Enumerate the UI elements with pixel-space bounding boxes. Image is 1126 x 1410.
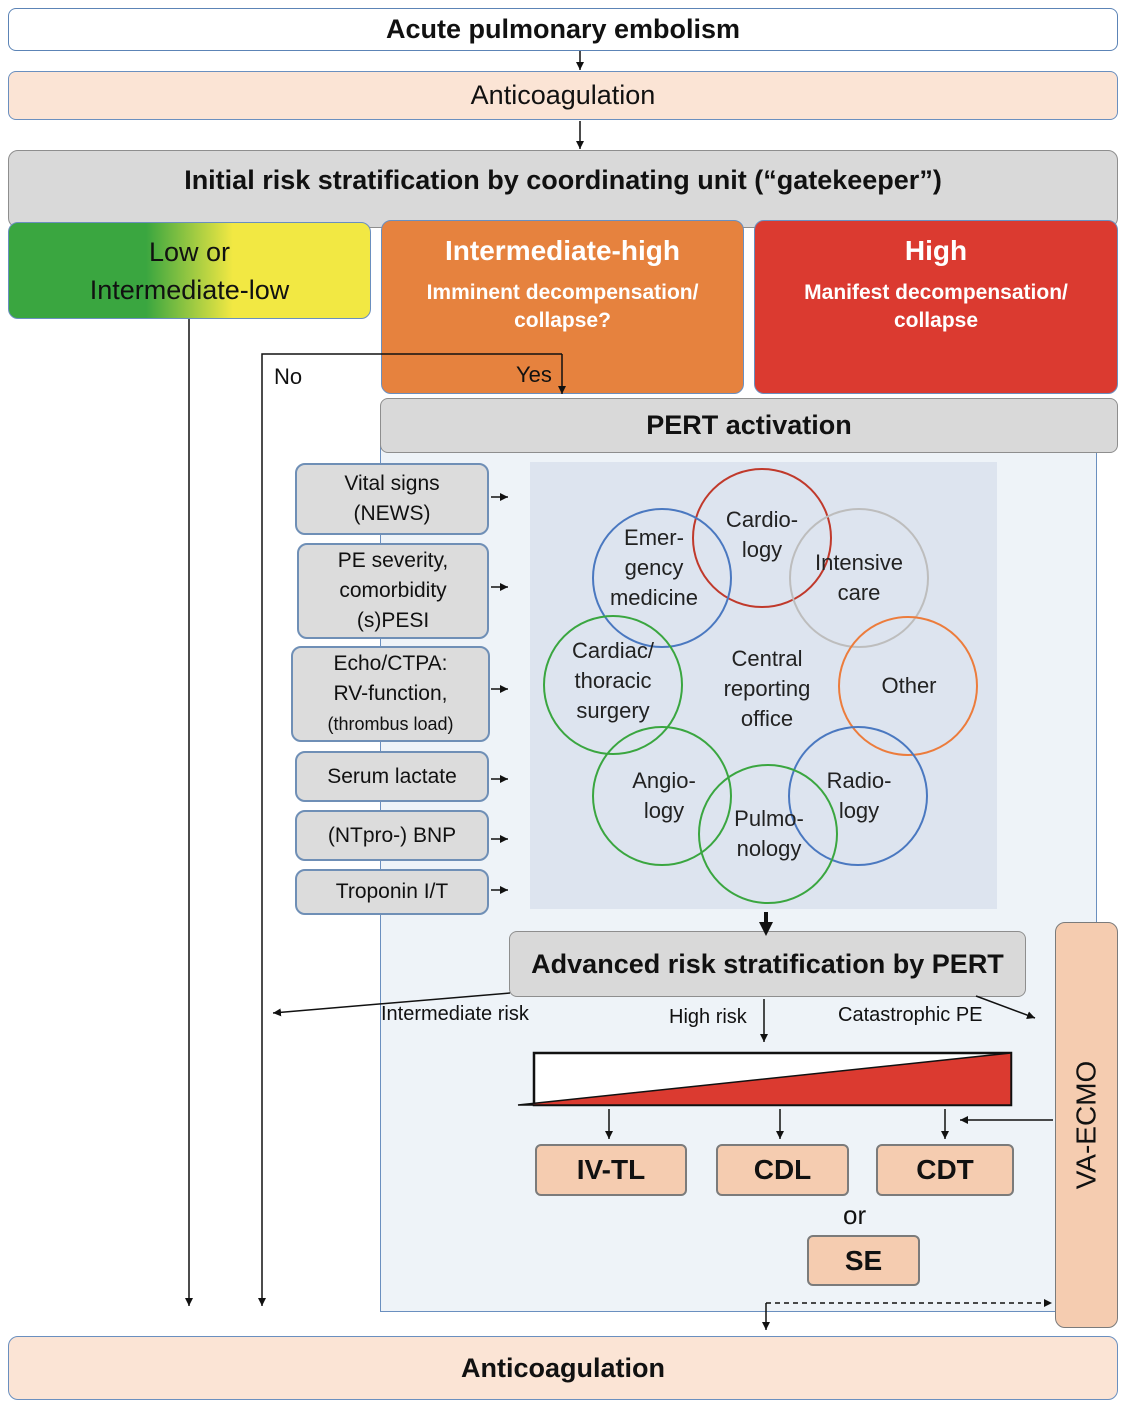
title-box: Acute pulmonary embolism (8, 8, 1118, 51)
input-echo-line1: Echo/CTPA: (333, 652, 448, 675)
anticoagulation-top-text: Anticoagulation (470, 80, 656, 110)
label-emergency: Emer- gency medicine (610, 523, 698, 613)
label-cardiac-1: Cardiac/ (572, 638, 654, 663)
label-cardiology-2: logy (741, 537, 783, 562)
anticoagulation-top-box: Anticoagulation (8, 71, 1118, 120)
intermediate-risk-label: Intermediate risk (381, 1003, 529, 1025)
low-risk-line2: Intermediate-low (89, 274, 290, 305)
intermediate-high-title: Intermediate-high (445, 235, 680, 266)
high-risk-sub1: Manifest decompensation/ (804, 281, 1068, 304)
anticoagulation-bottom-text: Anticoagulation (461, 1352, 665, 1383)
input-bnp-text: (NTpro-) BNP (327, 823, 457, 847)
input-pe-severity: PE severity, comorbidity (s)PESI (297, 543, 489, 639)
label-other: Other (881, 671, 936, 701)
input-serum-lactate: Serum lactate (295, 751, 489, 802)
va-ecmo-text: VA-ECMO (1070, 1060, 1102, 1190)
input-vital-signs: Vital signs (NEWS) (295, 463, 489, 535)
pert-activation-box: PERT activation (380, 398, 1118, 453)
label-radiology-2: logy (838, 798, 880, 823)
advanced-risk-box: Advanced risk stratification by PERT (509, 931, 1026, 997)
intermediate-high-box: Intermediate-high Imminent decompensatio… (381, 220, 744, 394)
label-cardiac-2: thoracic (574, 668, 652, 693)
label-intensive-care: Intensive care (815, 548, 903, 608)
label-central-office: Central reporting office (724, 644, 811, 734)
input-pe-severity-line2: comorbidity (339, 579, 447, 602)
ivtl-text: IV-TL (576, 1154, 646, 1185)
input-echo-line2: RV-function, (333, 682, 448, 705)
label-radiology-1: Radio- (826, 768, 892, 793)
low-risk-line1: Low or (148, 236, 231, 267)
high-risk-title: High (904, 235, 968, 266)
no-label: No (274, 364, 303, 389)
label-central-2: reporting (723, 676, 811, 701)
yes-label: Yes (516, 362, 552, 387)
catastrophic-pe-label: Catastrophic PE (838, 1004, 983, 1026)
label-intensive-1: Intensive (814, 550, 904, 575)
input-vital-signs-line2: (NEWS) (353, 502, 431, 525)
input-troponin-text: Troponin I/T (335, 880, 449, 903)
cdt-box: CDT (876, 1144, 1014, 1196)
label-cardiology: Cardio- logy (726, 505, 798, 565)
low-risk-box: Low or Intermediate-low (8, 222, 371, 319)
label-central-3: office (740, 706, 794, 731)
input-echo-line3: (thrombus load) (327, 714, 454, 734)
gatekeeper-text: Initial risk stratification by coordinat… (184, 165, 942, 195)
high-risk-sub2: collapse (893, 309, 979, 332)
label-emergency-3: medicine (609, 585, 699, 610)
advanced-risk-text: Advanced risk stratification by PERT (531, 948, 1004, 979)
high-risk-box: High Manifest decompensation/ collapse (754, 220, 1118, 394)
input-lactate-text: Serum lactate (327, 764, 457, 788)
cdl-box: CDL (716, 1144, 849, 1196)
input-pe-severity-line3: (s)PESI (356, 609, 430, 632)
se-text: SE (844, 1244, 883, 1276)
label-angiology-1: Angio- (632, 768, 696, 793)
label-angiology-2: logy (643, 798, 685, 823)
input-vital-signs-line1: Vital signs (344, 472, 440, 495)
bleeding-risk-label: Bleeding risk (541, 1056, 673, 1082)
label-pulmonology-1: Pulmo- (734, 806, 804, 831)
title-text: Acute pulmonary embolism (385, 14, 741, 44)
gatekeeper-box: Initial risk stratification by coordinat… (8, 150, 1118, 228)
anticoagulation-bottom-box: Anticoagulation (8, 1336, 1118, 1400)
pert-activation-text: PERT activation (646, 410, 852, 440)
label-pulmonology-2: nology (736, 836, 802, 861)
input-bnp: (NTpro-) BNP (295, 810, 489, 861)
label-other-1: Other (881, 673, 937, 698)
va-ecmo-box: VA-ECMO (1055, 922, 1118, 1328)
se-box: SE (807, 1235, 920, 1286)
label-central-1: Central (731, 646, 803, 671)
input-troponin: Troponin I/T (295, 869, 489, 915)
label-emergency-2: gency (624, 555, 684, 580)
input-pe-severity-line1: PE severity, (337, 549, 449, 572)
label-cardiac-3: surgery (576, 698, 650, 723)
label-cardiac-surgery: Cardiac/ thoracic surgery (572, 636, 654, 726)
ivtl-box: IV-TL (535, 1144, 687, 1196)
label-angiology: Angio- logy (632, 766, 696, 826)
high-risk-label: High risk (669, 1006, 747, 1028)
cdl-text: CDL (753, 1154, 812, 1185)
label-intensive-2: care (837, 580, 881, 605)
intermediate-high-sub2: collapse? (514, 309, 611, 332)
label-emergency-1: Emer- (624, 525, 684, 550)
label-cardiology-1: Cardio- (725, 507, 799, 532)
input-echo-ctpa: Echo/CTPA: RV-function, (thrombus load) (291, 646, 490, 742)
or-label: or (843, 1200, 867, 1230)
cdt-text: CDT (916, 1154, 974, 1185)
label-radiology: Radio- logy (827, 766, 892, 826)
label-pulmonology: Pulmo- nology (734, 804, 804, 864)
intermediate-high-sub1: Imminent decompensation/ (426, 281, 699, 304)
